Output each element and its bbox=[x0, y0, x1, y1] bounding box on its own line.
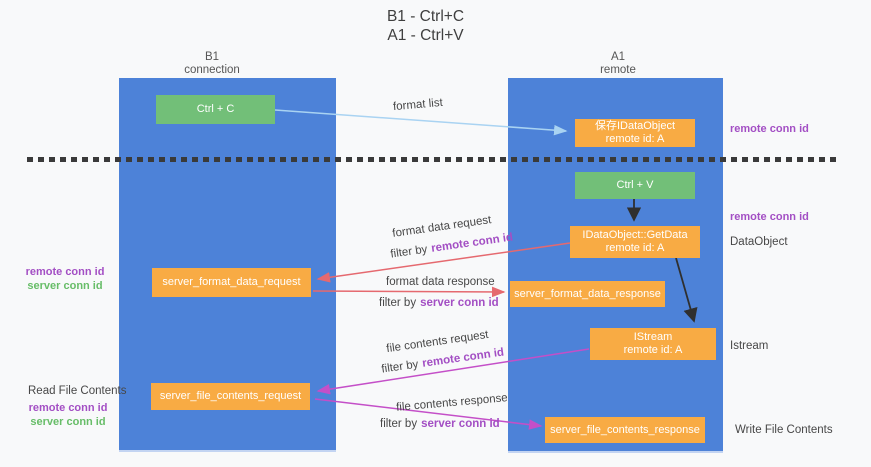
node-istream-line2: remote id: A bbox=[623, 344, 683, 356]
filter-prefix: filter by bbox=[389, 243, 429, 261]
filter-server-conn-id: server conn id bbox=[420, 297, 499, 309]
annotation-left-server-conn-bottom: server conn id bbox=[30, 415, 106, 428]
annotation-left-conn-ids-mid: remote conn id server conn id bbox=[10, 266, 120, 293]
column-b1-name: B1 bbox=[204, 51, 220, 63]
node-ctrl-c: Ctrl + C bbox=[156, 95, 275, 124]
node-idataobject-getdata: IDataObject::GetData remote id: A bbox=[570, 226, 700, 258]
diagram-title: B1 - Ctrl+C A1 - Ctrl+V bbox=[0, 7, 851, 45]
node-server-format-data-response: server_format_data_response bbox=[510, 281, 665, 307]
node-save-idataobject-line1: 保存IDataObject bbox=[594, 120, 676, 132]
filter-remote-conn-id: remote conn id bbox=[430, 231, 514, 255]
filter-prefix: filter by bbox=[380, 418, 418, 430]
filter-remote-conn-id: remote conn id bbox=[421, 346, 505, 370]
flow-label-format-list: format list bbox=[392, 96, 444, 114]
node-istream-line1: IStream bbox=[633, 331, 673, 343]
node-server-file-contents-response: server_file_contents_response bbox=[545, 417, 705, 443]
filter-prefix: filter by bbox=[380, 358, 420, 376]
annotation-write-file-contents: Write File Contents bbox=[735, 424, 833, 436]
column-b1-subtitle: connection bbox=[184, 63, 240, 76]
annotation-remote-conn-id-top: remote conn id bbox=[730, 123, 809, 135]
node-server-format-data-request: server_format_data_request bbox=[152, 268, 311, 297]
flow-label-file-contents-response: file contents response bbox=[395, 392, 509, 414]
title-line-1: B1 - Ctrl+C bbox=[386, 8, 465, 25]
annotation-istream: Istream bbox=[730, 340, 769, 352]
annotation-read-file-contents: Read File Contents bbox=[28, 385, 127, 397]
annotation-left-server-conn-mid: server conn id bbox=[27, 279, 103, 292]
phase-separator-dashed-line bbox=[27, 157, 838, 162]
node-ctrl-c-label: Ctrl + C bbox=[196, 103, 235, 115]
filter-prefix: filter by bbox=[379, 297, 417, 309]
node-format-response-label: server_format_data_response bbox=[514, 287, 661, 300]
node-istream: IStream remote id: A bbox=[590, 328, 716, 360]
node-ctrl-v: Ctrl + V bbox=[575, 172, 695, 199]
title-line-2: A1 - Ctrl+V bbox=[387, 27, 464, 44]
node-save-idataobject-line2: remote id: A bbox=[605, 133, 665, 145]
annotation-remote-conn-id-mid: remote conn id bbox=[730, 211, 809, 223]
annotation-left-conn-ids-bottom: remote conn id server conn id bbox=[18, 402, 118, 429]
node-getdata-line1: IDataObject::GetData bbox=[582, 229, 688, 241]
arrow-format-data-response bbox=[312, 286, 506, 298]
node-server-file-contents-request: server_file_contents_request bbox=[151, 383, 310, 410]
column-a1-subtitle: remote bbox=[600, 63, 636, 76]
filter-server-conn-id: server conn id bbox=[421, 418, 500, 430]
node-file-request-label: server_file_contents_request bbox=[159, 390, 302, 402]
node-save-idataobject: 保存IDataObject remote id: A bbox=[575, 119, 695, 147]
node-format-request-label: server_format_data_request bbox=[162, 276, 301, 288]
node-file-response-label: server_file_contents_response bbox=[550, 423, 700, 436]
flow-label-format-data-response: format data response bbox=[386, 276, 495, 288]
column-header-a1: A1 remote bbox=[558, 51, 678, 76]
node-getdata-line2: remote id: A bbox=[605, 242, 665, 254]
annotation-left-remote-conn-mid: remote conn id bbox=[25, 266, 105, 278]
annotation-left-remote-conn-bottom: remote conn id bbox=[28, 402, 108, 414]
column-a1-name: A1 bbox=[610, 51, 626, 63]
annotation-dataobject: DataObject bbox=[730, 236, 788, 248]
column-header-b1: B1 connection bbox=[152, 51, 272, 76]
node-ctrl-v-label: Ctrl + V bbox=[616, 179, 654, 191]
